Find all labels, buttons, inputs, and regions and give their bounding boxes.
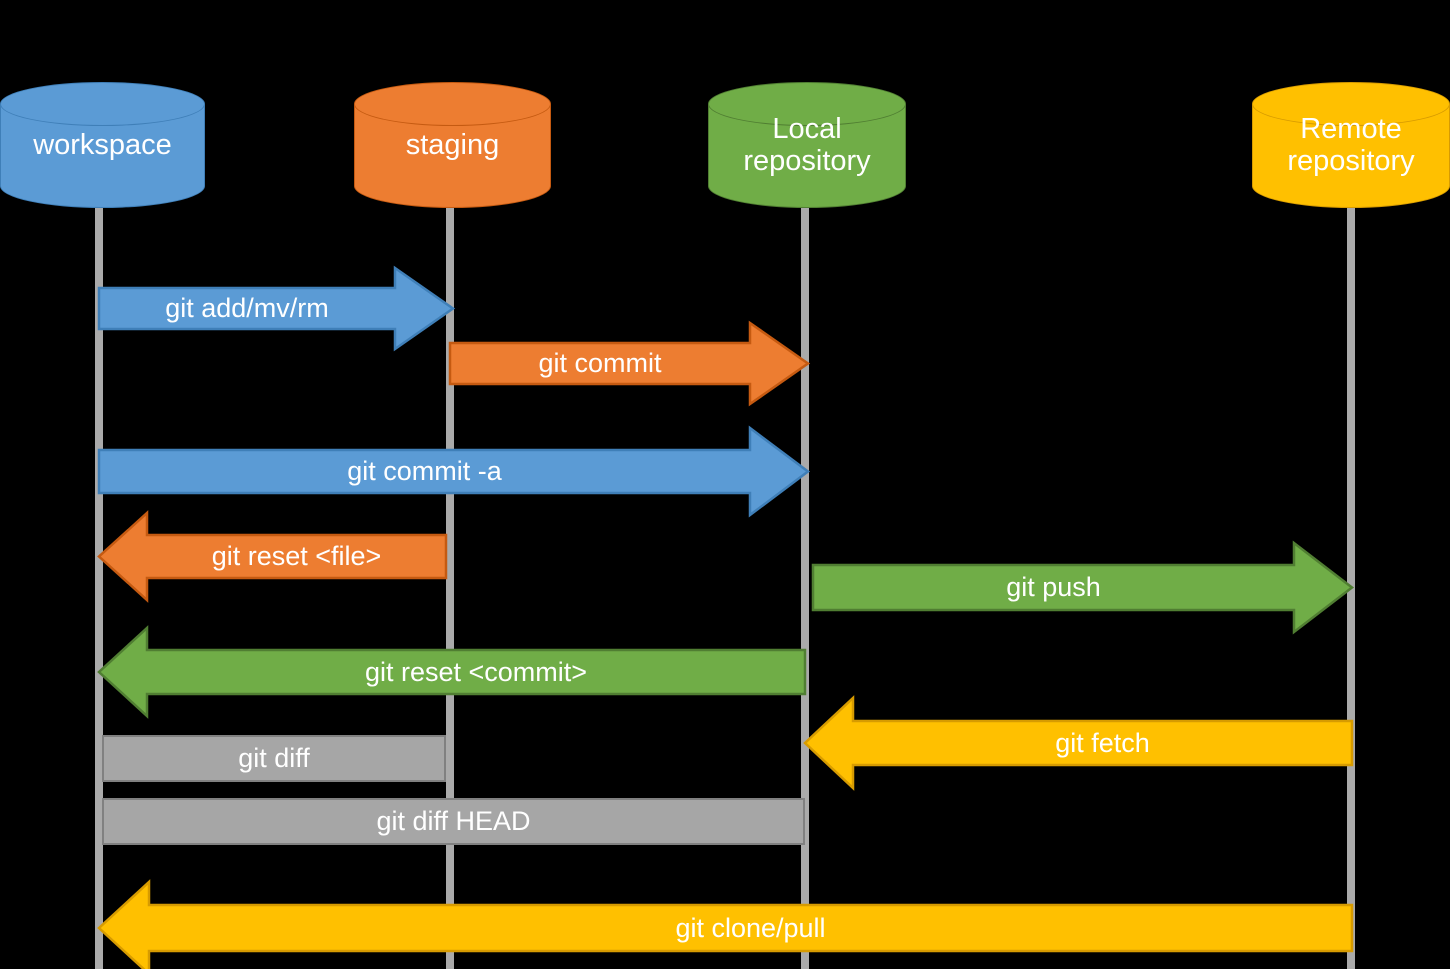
- cylinder-top-workspace: [0, 82, 205, 126]
- arrow-shape-git-commit: [448, 320, 811, 407]
- arrow-git-reset-commit[interactable]: git reset <commit>: [97, 625, 807, 719]
- lifeline-staging: [446, 150, 454, 969]
- node-label-remote: Remote repository: [1287, 112, 1415, 177]
- arrow-shape-git-clone-pull: [97, 879, 1354, 969]
- arrow-shape-git-push: [811, 540, 1355, 635]
- arrow-git-reset-file[interactable]: git reset <file>: [97, 510, 448, 603]
- cylinder-top-local: [708, 82, 906, 126]
- node-label-staging: staging: [405, 128, 500, 161]
- arrow-shape-git-add: [97, 265, 456, 352]
- arrow-git-add[interactable]: git add/mv/rm: [97, 265, 456, 352]
- arrow-shape-git-reset-file: [97, 510, 448, 603]
- arrow-git-push[interactable]: git push: [811, 540, 1355, 635]
- node-remote[interactable]: Remote repository: [1252, 82, 1450, 208]
- node-local[interactable]: Local repository: [708, 82, 906, 208]
- bar-git-diff-head[interactable]: git diff HEAD: [102, 798, 805, 845]
- lifeline-local: [801, 150, 809, 969]
- arrow-git-commit[interactable]: git commit: [448, 320, 811, 407]
- arrow-shape-git-fetch: [803, 695, 1354, 791]
- node-label-local: Local repository: [743, 112, 871, 177]
- cylinder-top-remote: [1252, 82, 1450, 126]
- arrow-shape-git-reset-commit: [97, 625, 807, 719]
- node-staging[interactable]: staging: [354, 82, 551, 208]
- lifeline-remote: [1347, 150, 1355, 969]
- node-workspace[interactable]: workspace: [0, 82, 205, 208]
- lifeline-workspace: [95, 150, 103, 969]
- arrow-git-clone-pull[interactable]: git clone/pull: [97, 879, 1354, 969]
- bar-label-git-diff: git diff: [238, 743, 310, 773]
- node-label-workspace: workspace: [33, 128, 172, 161]
- arrow-git-fetch[interactable]: git fetch: [803, 695, 1354, 791]
- arrow-shape-git-commit-a: [97, 425, 811, 518]
- bar-label-git-diff-head: git diff HEAD: [376, 806, 531, 836]
- arrow-git-commit-a[interactable]: git commit -a: [97, 425, 811, 518]
- bar-git-diff[interactable]: git diff: [102, 735, 446, 782]
- cylinder-top-staging: [354, 82, 551, 126]
